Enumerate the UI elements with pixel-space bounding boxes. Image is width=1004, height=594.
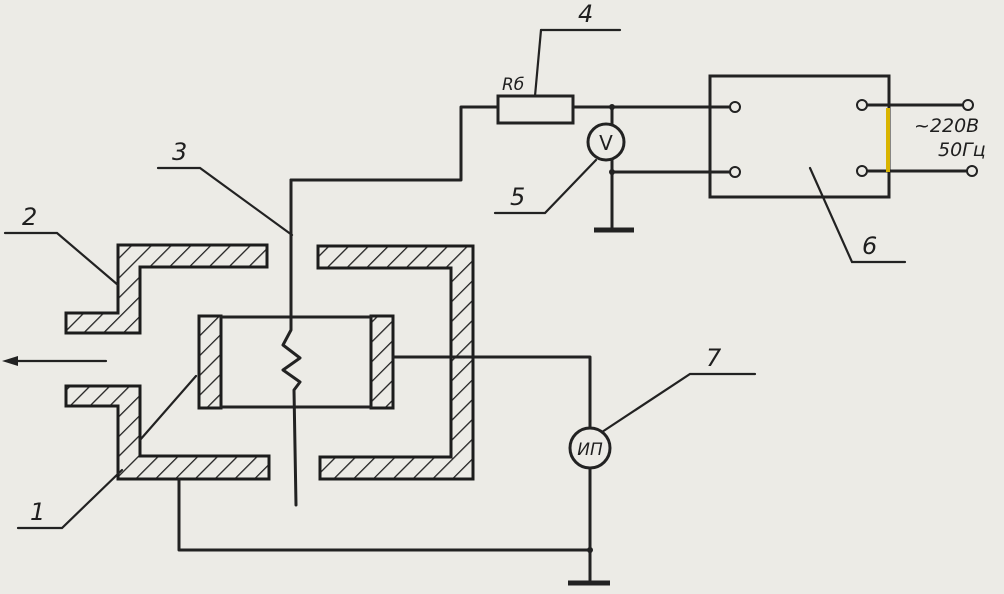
callout-5: 5 [510, 183, 525, 211]
terminal [962, 99, 974, 111]
terminal [856, 165, 868, 177]
flow-arrow [2, 356, 108, 366]
callout-4: 4 [578, 0, 593, 28]
terminal [856, 99, 868, 111]
terminal [729, 101, 741, 113]
power-unit: ~220В 50Гц [708, 74, 986, 199]
callout-1: 1 [30, 498, 45, 526]
outer-housing-left [64, 243, 271, 481]
callout-7: 7 [706, 344, 722, 372]
terminal [966, 165, 978, 177]
voltmeter: V [586, 122, 626, 162]
heater-element [281, 178, 302, 507]
wiring [177, 103, 972, 582]
callout-6: 6 [862, 232, 877, 260]
measuring-instrument: ИП [568, 426, 612, 470]
callout-3: 3 [172, 138, 187, 166]
resistor-label: Rб [502, 75, 524, 95]
leader-lines [3, 28, 907, 530]
outer-housing-right [316, 244, 475, 481]
terminal [729, 166, 741, 178]
callout-numbers: 1 2 3 4 5 6 7 [22, 0, 877, 526]
voltmeter-label: V [599, 131, 613, 155]
meter-label: ИП [577, 440, 603, 460]
inner-cell [197, 314, 395, 410]
supply-freq-label: 50Гц [938, 139, 986, 161]
supply-voltage-label: ~220В [914, 115, 979, 137]
callout-2: 2 [22, 203, 37, 231]
